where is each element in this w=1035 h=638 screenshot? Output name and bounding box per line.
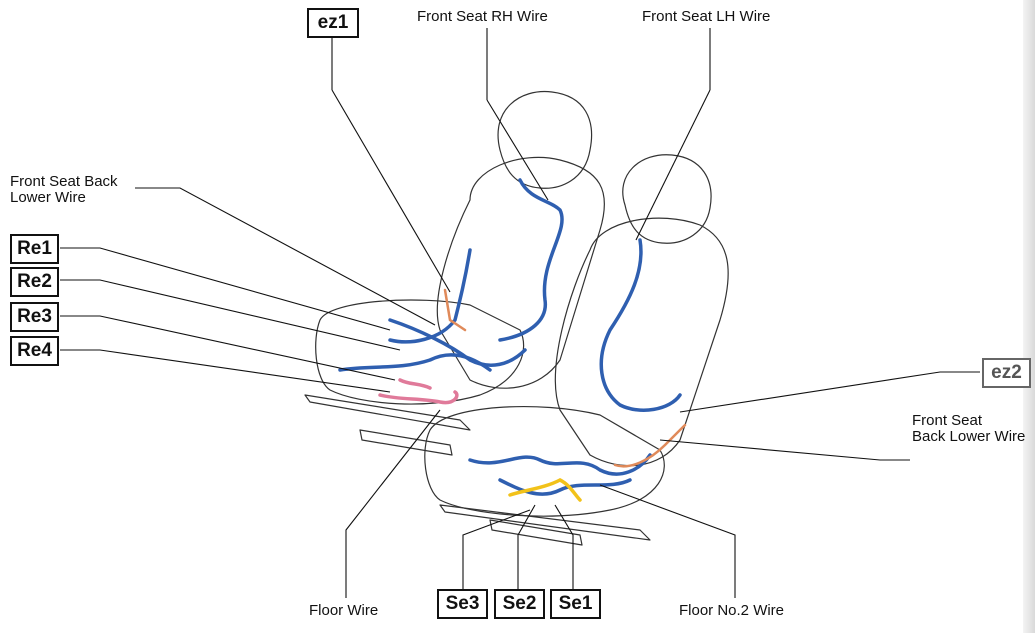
pink-harness [378, 378, 459, 405]
leader-lines [60, 28, 980, 598]
rh-seat-headrest [497, 90, 593, 189]
page-edge [1023, 0, 1035, 633]
label-front-seat-back-lower-wire-left-2: Lower Wire [10, 189, 86, 206]
connector-se3: Se3 [437, 589, 488, 619]
connector-re3: Re3 [10, 302, 59, 332]
connector-se2: Se2 [494, 589, 545, 619]
connector-re2: Re2 [10, 267, 59, 297]
lh-seat-back [554, 217, 729, 467]
label-front-seat-back-lower-wire-right-1: Front Seat [912, 412, 983, 429]
label-floor-no2-wire: Floor No.2 Wire [679, 602, 785, 619]
label-floor-wire: Floor Wire [309, 602, 379, 619]
connector-ez1: ez1 [307, 8, 359, 38]
rh-seat-rail [304, 394, 471, 431]
connector-re1: Re1 [10, 234, 59, 264]
connector-se1: Se1 [550, 589, 601, 619]
label-front-seat-rh-wire: Front Seat RH Wire [417, 8, 548, 25]
yellow-harness [508, 478, 582, 502]
rh-seat-cushion [315, 299, 525, 405]
blue-harness [338, 178, 682, 496]
lh-seat-headrest [622, 154, 712, 244]
connector-re4: Re4 [10, 336, 59, 366]
label-front-seat-back-lower-wire-right-2: Back Lower Wire [912, 428, 1026, 445]
label-front-seat-lh-wire: Front Seat LH Wire [642, 8, 771, 25]
lh-seat-rail [439, 504, 651, 541]
connector-ez2: ez2 [982, 358, 1031, 388]
lh-seat-cushion [424, 405, 665, 517]
label-front-seat-back-lower-wire-left-1: Front Seat Back [10, 173, 118, 190]
orange-harness [443, 288, 687, 468]
